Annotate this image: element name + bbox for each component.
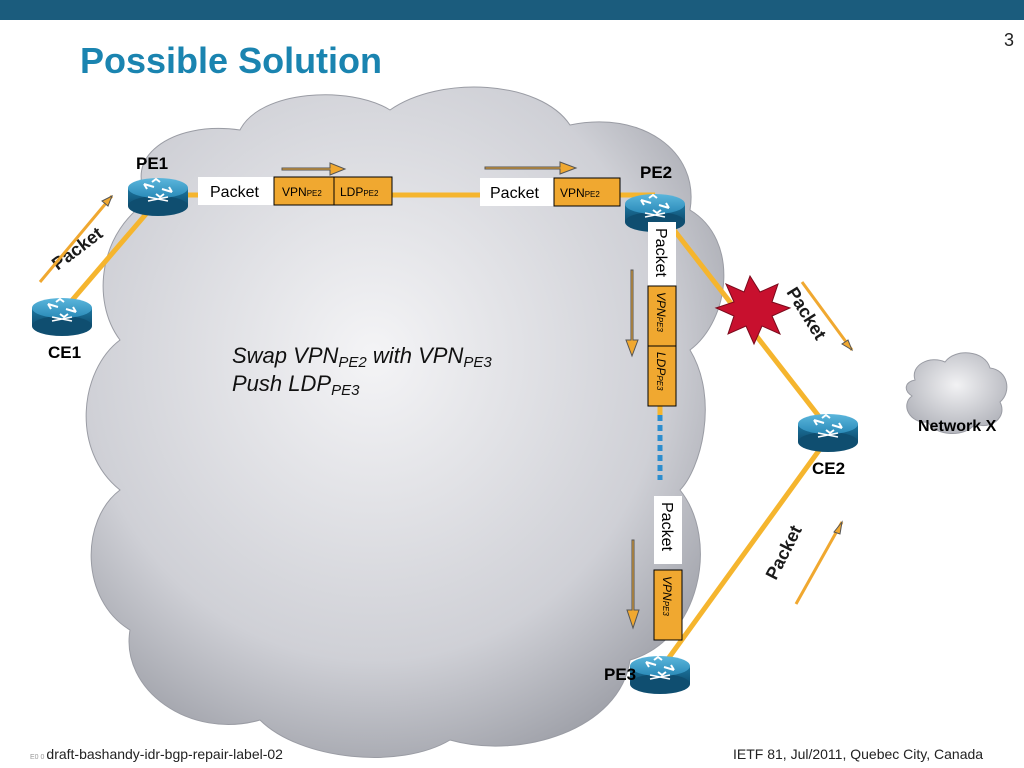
network-x-cloud [905, 352, 1008, 434]
top-bar [0, 0, 1024, 20]
vpn-label-1: VPN [282, 185, 307, 199]
failure-burst-icon [714, 274, 792, 346]
svg-text:VPNPE2: VPNPE2 [560, 186, 600, 200]
vpn-label-2: VPN [560, 186, 585, 200]
packet-pe2-ce2: Packet [783, 284, 831, 344]
router-ce1 [31, 297, 93, 337]
packet-pe2-in: Packet VPNPE2 [480, 177, 621, 207]
svg-text:LDPPE3: LDPPE3 [654, 352, 668, 391]
packet-pe1-out: Packet VPNPE2 LDPPE2 [198, 176, 393, 206]
svg-text:LDPPE2: LDPPE2 [340, 185, 379, 199]
vpn-sub-3: PE3 [655, 317, 664, 333]
ldp-label-1: LDP [340, 185, 363, 199]
label-network-x: Network X [918, 418, 997, 435]
footer-left-small: E0 0 [30, 754, 45, 761]
ldp-sub-1: PE2 [363, 189, 379, 198]
packet-pe2-down: Packet VPNPE3 LDPPE3 [647, 222, 677, 407]
footer-left-text: draft-bashandy-idr-bgp-repair-label-02 [46, 746, 283, 762]
label-ce1: CE1 [48, 343, 81, 362]
vpn-label-3: VPN [654, 292, 668, 317]
packet-label-2: Packet [490, 185, 539, 202]
ldp-label-3: LDP [654, 352, 668, 375]
label-pe1: PE1 [136, 154, 168, 173]
packet-label-ce1: Packet [48, 223, 106, 274]
vpn-sub-1: PE2 [307, 189, 323, 198]
svg-text:VPNPE3: VPNPE3 [654, 292, 668, 332]
router-pe3 [629, 655, 691, 695]
label-pe3: PE3 [604, 665, 636, 684]
provider-cloud [85, 86, 725, 758]
packet-label-6: Packet [762, 522, 806, 583]
packet-ce2-pe3: Packet [762, 522, 806, 583]
packet-label-3: Packet [652, 228, 669, 277]
arrow-ce2-pe3 [794, 521, 844, 605]
vpn-sub-2: PE2 [585, 190, 601, 199]
link-ce1-pe1 [60, 198, 160, 314]
ldp-sub-3: PE3 [655, 375, 664, 391]
arrow-ce1-pe1 [38, 195, 114, 283]
label-pe2: PE2 [640, 163, 672, 182]
packet-label-1: Packet [210, 184, 259, 201]
slide-title: Possible Solution [80, 40, 383, 81]
vpn-label-4: VPN [660, 576, 674, 601]
operation-note-line1: Swap VPNPE2 with VPNPE3 [232, 343, 492, 371]
packet-ce1-pe1: Packet [48, 223, 106, 274]
arrow-pe1-pe2-1 [281, 162, 347, 176]
arrow-pe2-pe3 [625, 269, 639, 358]
packet-label-4: Packet [658, 502, 675, 551]
arrow-to-pe3 [626, 539, 640, 630]
svg-text:VPNPE3: VPNPE3 [660, 576, 674, 616]
page-number: 3 [1003, 30, 1014, 50]
router-ce2 [797, 413, 859, 453]
footer-right: IETF 81, Jul/2011, Quebec City, Canada [733, 746, 984, 762]
link-ce2-pe3 [657, 436, 831, 672]
router-pe1 [127, 177, 189, 217]
packet-pe3-in: Packet VPNPE3 [653, 496, 683, 641]
svg-text:VPNPE2: VPNPE2 [282, 185, 322, 199]
arrow-pe2-ce2 [800, 281, 854, 351]
arrow-pe1-pe2-2 [484, 161, 578, 175]
operation-note-line2: Push LDPPE3 [232, 371, 360, 399]
vpn-sub-4: PE3 [661, 601, 670, 617]
label-ce2: CE2 [812, 459, 845, 478]
packet-label-5: Packet [783, 284, 831, 344]
